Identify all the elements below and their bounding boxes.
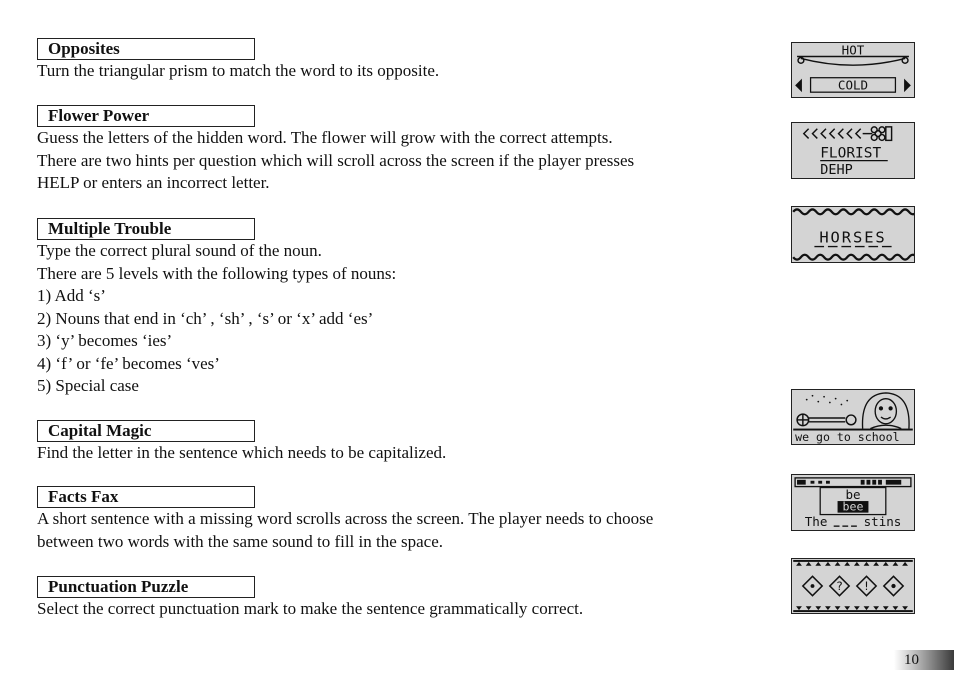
section-opposites: Opposites Turn the triangular prism to m… <box>37 38 737 83</box>
opposites-screen: HOT COLD <box>791 42 915 98</box>
section-flower-power: Flower Power Guess the letters of the hi… <box>37 105 737 195</box>
capital-magic-screen: we go to school <box>791 389 915 445</box>
section-text-line: 1) Add ‘s’ <box>37 286 106 305</box>
section-punctuation-puzzle: Punctuation Puzzle Select the correct pu… <box>37 576 737 621</box>
question-diamond-icon <box>828 575 851 597</box>
flower-icon <box>862 126 893 142</box>
section-text-line: 4) ‘f’ or ‘fe’ becomes ‘ves’ <box>37 353 220 373</box>
flower-power-screen: FLORIST DEHP <box>791 122 915 179</box>
section-heading: Capital Magic <box>37 420 255 442</box>
section-facts-fax: Facts Fax A short sentence with a missin… <box>37 486 737 553</box>
section-text-line: There are two hints per question which w… <box>37 150 635 170</box>
multiple-trouble-word: HORSES <box>819 229 886 247</box>
section-capital-magic: Capital Magic Find the letter in the sen… <box>37 420 737 465</box>
section-heading: Opposites <box>37 38 255 60</box>
svg-text:!: ! <box>863 579 870 593</box>
punctuation-puzzle-screen: ? ! <box>791 558 915 614</box>
section-heading: Flower Power <box>37 105 255 127</box>
facts-fax-screen: be bee The stins <box>791 474 915 531</box>
period-diamond-icon <box>801 575 824 597</box>
flower-power-hint: DEHP <box>820 162 853 178</box>
section-text-line: 5) Special case <box>37 376 139 395</box>
opposites-screen-art: HOT COLD <box>795 43 911 93</box>
page-number: 10 <box>894 650 954 670</box>
opposites-top-word: HOT <box>842 43 865 58</box>
capital-magic-screen-art: we go to school <box>793 392 913 444</box>
section-text-line: 2) Nouns that end in ‘ch’ , ‘sh’ , ‘s’ o… <box>37 308 374 328</box>
facts-fax-choice-1: be <box>845 487 860 502</box>
exclamation-diamond-icon <box>855 575 878 597</box>
facts-fax-choice-2: bee <box>843 500 864 514</box>
section-heading: Punctuation Puzzle <box>37 576 255 598</box>
multiple-trouble-screen-art: HORSES <box>792 208 914 261</box>
section-text-line: Find the letter in the sentence which ne… <box>37 443 447 462</box>
section-text-line: Select the correct punctuation mark to m… <box>37 599 584 618</box>
section-text-line: HELP or enters an incorrect letter. <box>37 173 270 192</box>
opposites-bottom-word: COLD <box>838 77 868 92</box>
svg-text:?: ? <box>836 579 843 593</box>
section-text-line: There are 5 levels with the following ty… <box>37 263 397 283</box>
section-text-line: A short sentence with a missing word scr… <box>37 509 654 528</box>
multiple-trouble-screen: HORSES <box>791 206 915 263</box>
flower-power-word: FLORIST <box>820 146 881 162</box>
facts-fax-sentence-start: The <box>805 514 828 529</box>
flower-power-screen-art: FLORIST DEHP <box>802 126 893 178</box>
section-text-line: 3) ‘y’ becomes ‘ies’ <box>37 331 173 350</box>
capital-magic-sentence: we go to school <box>795 430 899 444</box>
facts-fax-sentence-end: stins <box>864 514 902 529</box>
section-text-line: Guess the letters of the hidden word. Th… <box>37 128 613 147</box>
section-text-line: Type the correct plural sound of the nou… <box>37 241 322 260</box>
facts-fax-screen-art: be bee The stins <box>794 477 912 529</box>
magic-wand-icon <box>796 413 857 427</box>
punctuation-puzzle-screen-art: ? ! <box>793 559 913 613</box>
girl-avatar <box>861 392 910 430</box>
comma-diamond-icon <box>882 575 905 597</box>
section-text-line: Turn the triangular prism to match the w… <box>37 61 440 80</box>
section-heading: Multiple Trouble <box>37 218 255 240</box>
section-heading: Facts Fax <box>37 486 255 508</box>
section-text-line: between two words with the same sound to… <box>37 531 444 551</box>
section-multiple-trouble: Multiple Trouble Type the correct plural… <box>37 218 737 398</box>
